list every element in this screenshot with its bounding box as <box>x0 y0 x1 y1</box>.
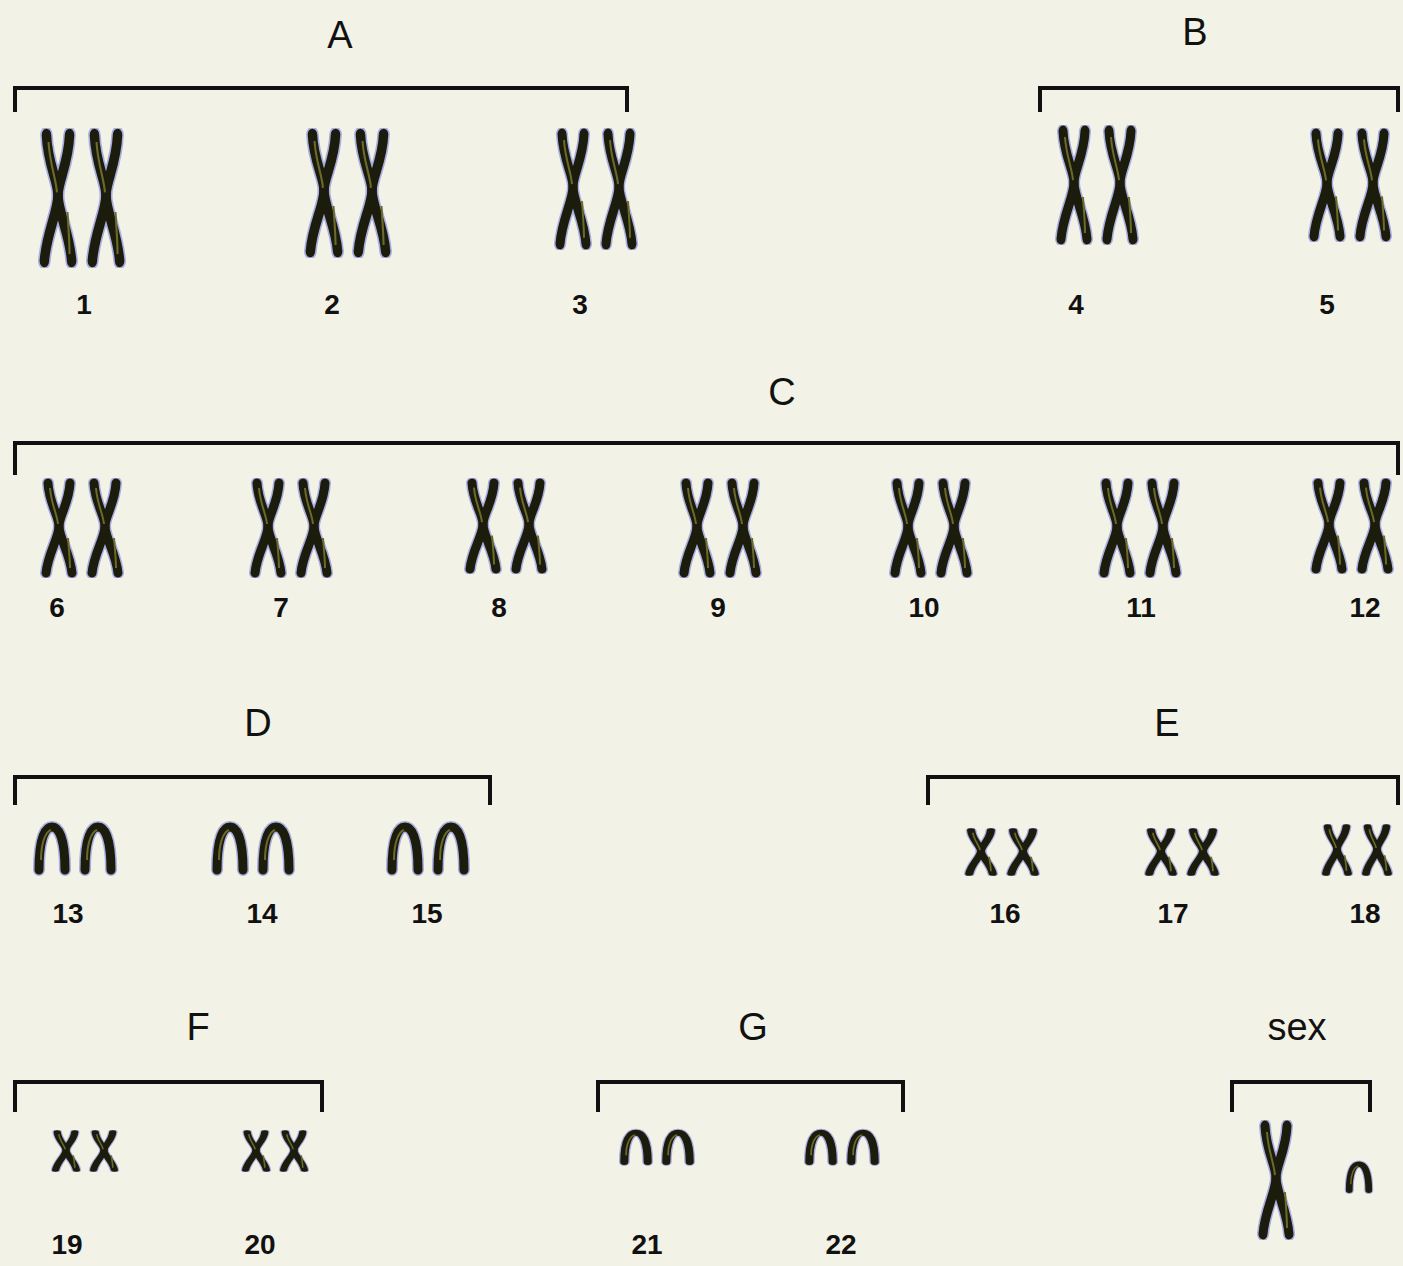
chromosome <box>46 483 72 573</box>
chromosome <box>310 135 337 252</box>
chromosome <box>85 827 111 870</box>
group-brackets <box>15 88 1398 1112</box>
chromosome <box>1191 830 1214 873</box>
group-label: C <box>768 373 795 411</box>
chromosome-number: 7 <box>273 594 289 622</box>
chromosome <box>255 483 281 573</box>
chromosome <box>56 1132 77 1170</box>
bracket <box>928 777 1398 805</box>
bracket <box>598 1082 903 1112</box>
chromosome <box>1150 483 1176 573</box>
chromosome <box>1326 827 1348 874</box>
chromosome-number: 13 <box>52 900 83 928</box>
chromosome-number: 8 <box>491 594 507 622</box>
chromosome <box>39 827 65 870</box>
chromosome <box>969 830 992 873</box>
chromosome <box>94 1132 115 1170</box>
chromosome-number: 16 <box>989 900 1020 928</box>
chromosome <box>1104 483 1130 573</box>
group-label: B <box>1182 13 1207 51</box>
chromosome-number: 1 <box>76 291 92 319</box>
chromosome <box>1362 483 1388 569</box>
chromosome <box>851 1133 874 1162</box>
chromosome <box>560 134 586 244</box>
chromosome-number: 19 <box>51 1231 82 1259</box>
chromosome <box>358 135 385 252</box>
chromosome-number: 2 <box>324 291 340 319</box>
bracket <box>15 88 627 112</box>
chromosome <box>1061 131 1087 239</box>
chromosome <box>392 827 418 870</box>
chromosome-number: 3 <box>572 291 588 319</box>
chromosome <box>1314 134 1340 237</box>
chromosome <box>217 827 243 870</box>
chromosome <box>809 1133 832 1162</box>
chromosome <box>516 483 542 569</box>
chromosome <box>1149 830 1172 873</box>
group-label: G <box>738 1008 768 1046</box>
chromosome <box>1316 483 1342 569</box>
bracket <box>1040 88 1398 112</box>
chromosome-number: 20 <box>244 1231 275 1259</box>
chromosome <box>301 483 327 573</box>
chromosome <box>92 135 119 261</box>
chromosome <box>941 483 967 573</box>
chromosome <box>1107 131 1133 239</box>
chromosome-number: 17 <box>1157 900 1188 928</box>
chromosome <box>684 483 710 573</box>
chromosome-number: 21 <box>631 1231 662 1259</box>
chromosome-number: 11 <box>1126 594 1156 622</box>
chromosome <box>438 827 464 870</box>
bracket <box>15 443 1398 475</box>
chromosome-number: 9 <box>710 594 726 622</box>
chromosome <box>730 483 756 573</box>
chromosome <box>92 483 118 573</box>
chromosome <box>606 134 632 244</box>
chromosome-number: 18 <box>1349 900 1380 928</box>
chromosome <box>263 827 289 870</box>
group-label: F <box>186 1008 209 1046</box>
chromosome-number: 10 <box>908 594 939 622</box>
bracket <box>15 777 490 805</box>
chromosome-number: 6 <box>49 594 65 622</box>
chromosome-number: 5 <box>1319 291 1335 319</box>
x-chromosome <box>1263 1126 1289 1234</box>
chromosome <box>284 1132 305 1170</box>
chromosome <box>1366 827 1388 874</box>
bracket <box>1232 1082 1370 1112</box>
chromosome <box>1011 830 1034 873</box>
y-chromosome <box>1349 1164 1369 1190</box>
chromosome-number: 14 <box>246 900 277 928</box>
chromosome-number: 15 <box>411 900 442 928</box>
chromosome-number: 4 <box>1068 291 1084 319</box>
chromosome <box>624 1133 647 1162</box>
chromosome-number: 12 <box>1349 594 1380 622</box>
chromosome <box>895 483 921 573</box>
group-label: A <box>327 16 352 54</box>
chromosome <box>1360 134 1386 237</box>
chromosome <box>44 135 71 261</box>
chromosome-number: 22 <box>825 1231 856 1259</box>
chromosome <box>246 1132 267 1170</box>
chromosome <box>666 1133 689 1162</box>
chromosomes <box>39 131 1388 1234</box>
group-label: D <box>244 704 271 742</box>
bracket <box>15 1082 322 1112</box>
group-label: sex <box>1267 1008 1326 1046</box>
chromosome <box>470 483 496 569</box>
group-label: E <box>1154 704 1179 742</box>
